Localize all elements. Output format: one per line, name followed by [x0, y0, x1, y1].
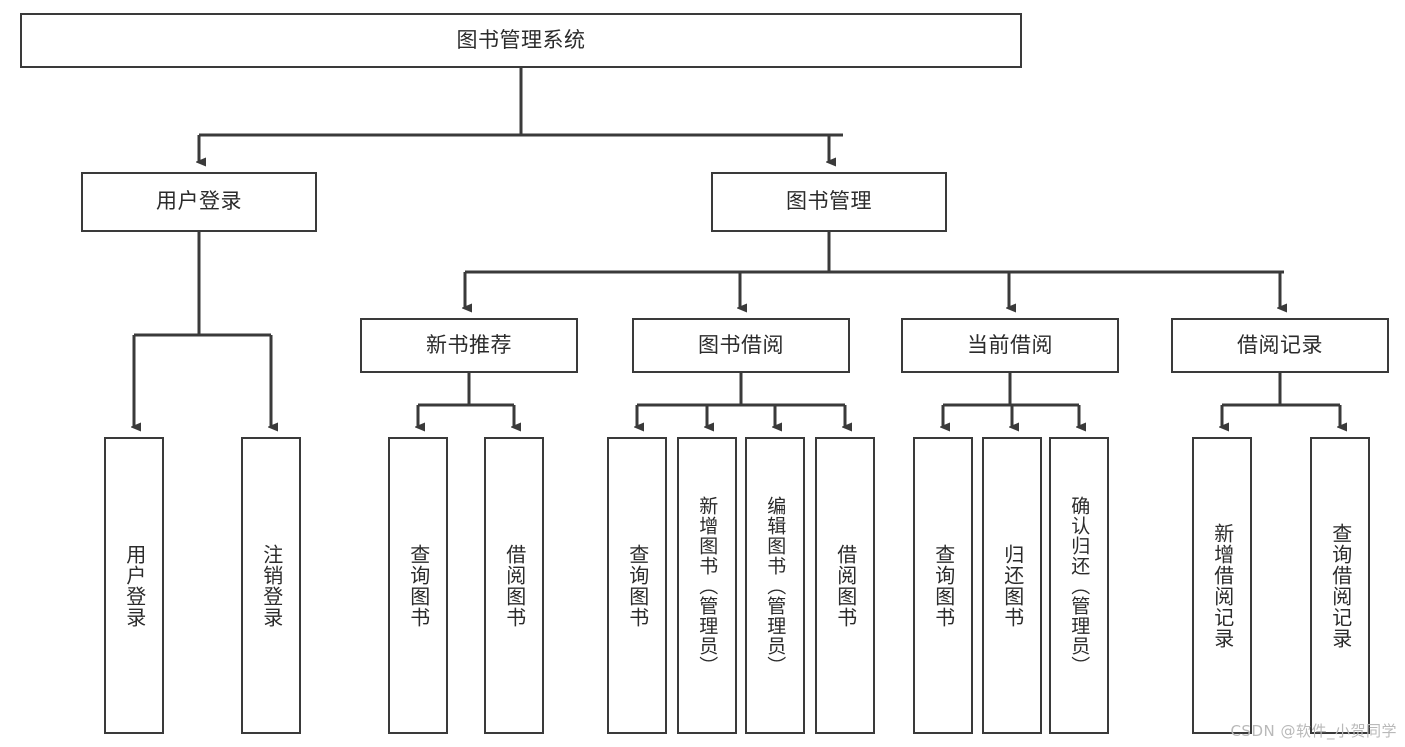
node-borrow-record-label: 借阅记录: [1237, 332, 1323, 357]
node-leaf-user-logout[interactable]: 注销登录: [241, 437, 301, 734]
node-book-borrow[interactable]: 图书借阅: [632, 318, 850, 373]
node-leaf-bb-add[interactable]: 新增图书（管理员）: [677, 437, 737, 734]
node-leaf-bb-edit[interactable]: 编辑图书（管理员）: [745, 437, 805, 734]
node-leaf-rec-query-label: 查询图书: [406, 543, 431, 628]
node-leaf-br-query[interactable]: 查询借阅记录: [1310, 437, 1370, 734]
node-leaf-br-add[interactable]: 新增借阅记录: [1192, 437, 1252, 734]
node-current-borrow[interactable]: 当前借阅: [901, 318, 1119, 373]
node-borrow-record[interactable]: 借阅记录: [1171, 318, 1389, 373]
node-user-login-label: 用户登录: [156, 189, 242, 214]
node-user-login[interactable]: 用户登录: [81, 172, 317, 232]
node-leaf-rec-query[interactable]: 查询图书: [388, 437, 448, 734]
node-leaf-cb-confirm-label: 确认归还（管理员）: [1068, 495, 1091, 676]
node-leaf-user-logout-label: 注销登录: [259, 543, 284, 628]
node-leaf-cb-return-label: 归还图书: [1000, 543, 1025, 628]
node-leaf-rec-borrow[interactable]: 借阅图书: [484, 437, 544, 734]
node-leaf-bb-query-label: 查询图书: [625, 543, 650, 628]
node-leaf-bb-query[interactable]: 查询图书: [607, 437, 667, 734]
node-root[interactable]: 图书管理系统: [20, 13, 1022, 68]
node-new-book-rec[interactable]: 新书推荐: [360, 318, 578, 373]
node-leaf-rec-borrow-label: 借阅图书: [502, 543, 527, 628]
node-new-book-rec-label: 新书推荐: [426, 332, 512, 357]
node-current-borrow-label: 当前借阅: [967, 332, 1053, 357]
node-leaf-br-query-label: 查询借阅记录: [1328, 522, 1353, 649]
node-leaf-cb-confirm[interactable]: 确认归还（管理员）: [1049, 437, 1109, 734]
node-leaf-bb-borrow[interactable]: 借阅图书: [815, 437, 875, 734]
node-leaf-cb-query-label: 查询图书: [931, 543, 956, 628]
node-root-label: 图书管理系统: [456, 27, 586, 52]
node-book-borrow-label: 图书借阅: [698, 332, 784, 357]
node-leaf-cb-return[interactable]: 归还图书: [982, 437, 1042, 734]
node-leaf-bb-add-label: 新增图书（管理员）: [696, 495, 719, 676]
node-leaf-user-login-label: 用户登录: [122, 543, 147, 628]
node-book-manage[interactable]: 图书管理: [711, 172, 947, 232]
node-leaf-bb-edit-label: 编辑图书（管理员）: [764, 495, 787, 676]
node-leaf-bb-borrow-label: 借阅图书: [833, 543, 858, 628]
watermark: CSDN @软件_小贺同学: [1230, 722, 1397, 740]
node-book-manage-label: 图书管理: [786, 189, 872, 214]
node-leaf-br-add-label: 新增借阅记录: [1210, 522, 1235, 649]
node-leaf-cb-query[interactable]: 查询图书: [913, 437, 973, 734]
node-leaf-user-login[interactable]: 用户登录: [104, 437, 164, 734]
